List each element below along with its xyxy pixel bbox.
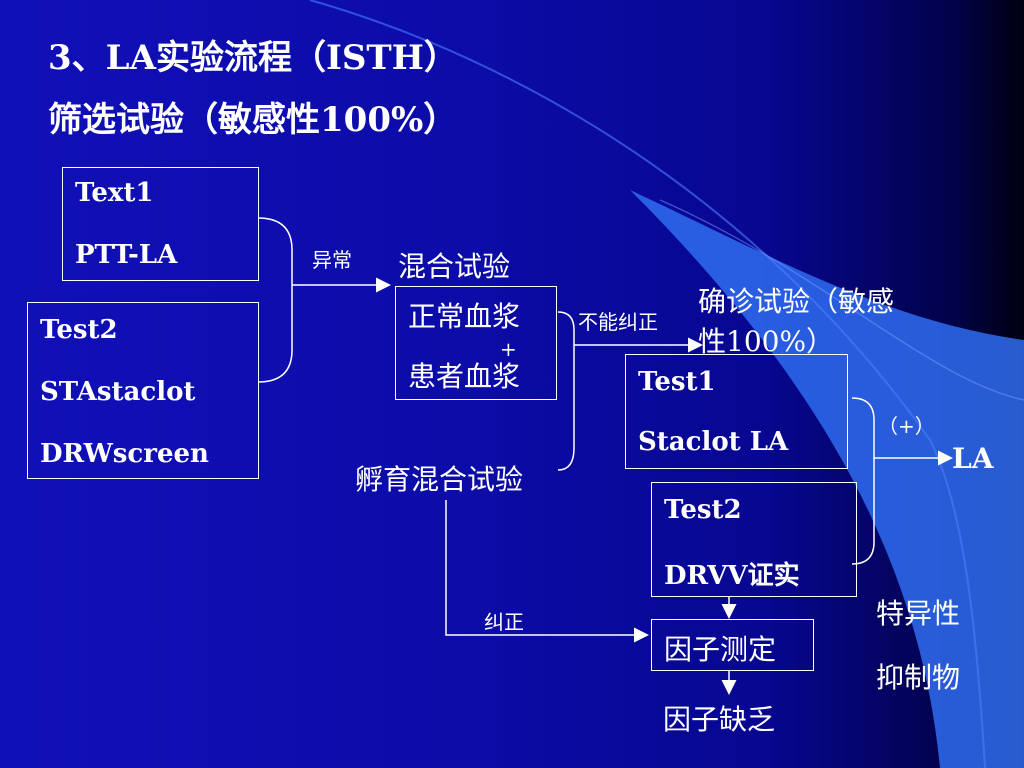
box-line: PTT-LA bbox=[75, 240, 178, 270]
slide-title: 3、LA实验流程（ISTH） bbox=[48, 38, 458, 78]
specific-inhibitor-line1: 特异性 bbox=[876, 597, 961, 630]
screening-title: 筛选试验（敏感性100%） bbox=[48, 100, 458, 140]
factor-assay-box: 因子测定 bbox=[651, 619, 814, 671]
patient-plasma: 患者血浆 bbox=[408, 360, 521, 393]
confirm-box-test2: Test2 DRVV证实 bbox=[651, 482, 857, 597]
corrected-label: 纠正 bbox=[484, 610, 524, 634]
factor-deficiency-label: 因子缺乏 bbox=[663, 703, 776, 736]
mixing-box: 正常血浆 + 患者血浆 bbox=[395, 286, 557, 400]
confirm-box-test1: Test1 Staclot LA bbox=[625, 354, 848, 469]
abnormal-label: 异常 bbox=[312, 248, 352, 272]
factor-assay-label: 因子测定 bbox=[664, 633, 777, 666]
plus-sign: + bbox=[500, 337, 517, 361]
box-line: DRVV证实 bbox=[664, 561, 800, 591]
box-line: Test2 bbox=[40, 315, 118, 345]
box-line: Test2 bbox=[664, 495, 742, 525]
corrected-arrow bbox=[445, 500, 649, 643]
confirm-bracket bbox=[851, 397, 875, 565]
mixing-bracket bbox=[557, 311, 575, 471]
box-line: Staclot LA bbox=[638, 427, 789, 457]
confirm-test-title: 确诊试验（敏感性100%） bbox=[698, 285, 895, 358]
incubated-mixing-label: 孵育混合试验 bbox=[355, 463, 524, 496]
not-corrected-label: 不能纠正 bbox=[578, 310, 658, 334]
slide-subtitle: 筛选试验（敏感性100%） bbox=[48, 100, 457, 140]
box-line: Text1 bbox=[75, 178, 154, 208]
box-line: Test1 bbox=[638, 367, 716, 397]
screening-box-test1: Text1 PTT-LA bbox=[62, 167, 259, 281]
specific-inhibitor-line2: 抑制物 bbox=[876, 661, 961, 694]
box-line: STAstaclot bbox=[40, 377, 196, 407]
la-result: LA bbox=[952, 442, 994, 475]
mixing-test-label: 混合试验 bbox=[398, 250, 511, 283]
positive-label: （+） bbox=[878, 414, 935, 438]
screening-box-test2: Test2 STAstaclot DRWscreen bbox=[27, 302, 259, 479]
box-line: DRWscreen bbox=[40, 439, 209, 469]
normal-plasma: 正常血浆 bbox=[408, 300, 521, 333]
screening-bracket bbox=[257, 217, 293, 383]
